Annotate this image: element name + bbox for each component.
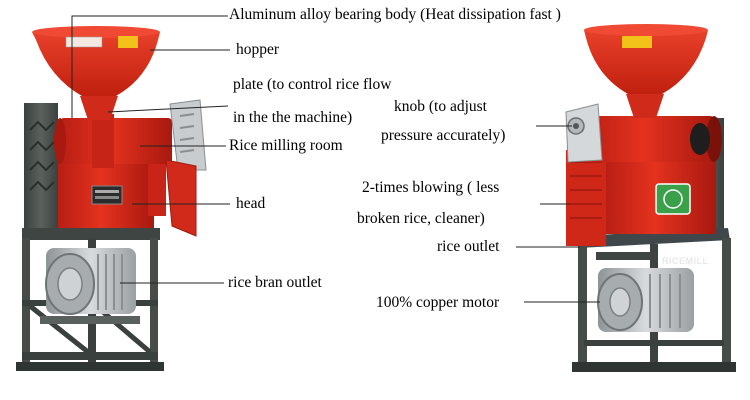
label-blowing-line-1: 2-times blowing ( less (362, 179, 500, 196)
leader-aluminum (71, 15, 228, 118)
left-column-pattern (29, 120, 55, 192)
left-hopper-neck (80, 96, 118, 120)
label-aluminum-bearing-body: Aluminum alloy bearing body (Heat dissip… (229, 6, 561, 23)
label-plate-line-2: in the the machine) (233, 109, 353, 126)
left-red-body (58, 160, 166, 228)
label-knob-line-2: pressure accurately) (381, 127, 506, 144)
label-rice-milling-room: Rice milling room (229, 137, 343, 154)
left-milling-room (54, 114, 172, 168)
right-green-logo (655, 183, 691, 215)
left-hopper-label-sticker (65, 36, 103, 48)
right-hopper (584, 24, 708, 94)
leader-plate (107, 105, 229, 113)
right-knob-housing (565, 103, 603, 163)
left-name-plate (91, 185, 123, 205)
label-knob-line-1: knob (to adjust (394, 98, 487, 115)
right-head (566, 150, 716, 246)
right-machine: RICEMILL (565, 24, 736, 372)
left-machine (16, 26, 207, 371)
label-blowing-line-2: broken rice, cleaner) (357, 210, 485, 227)
right-hopper-label-sticker (622, 36, 652, 48)
label-rice-outlet: rice outlet (437, 238, 500, 255)
label-rice-bran-outlet: rice bran outlet (228, 274, 322, 291)
right-motor (597, 268, 694, 332)
label-hopper: hopper (236, 41, 280, 58)
right-milling-room (584, 116, 722, 162)
right-hopper-neck (626, 94, 664, 118)
label-head: head (236, 195, 266, 212)
left-hopper-warning-sticker (118, 36, 138, 48)
left-motor (40, 248, 140, 324)
label-copper-motor: 100% copper motor (376, 294, 500, 311)
right-brand-mark: RICEMILL (662, 256, 709, 266)
left-rice-outlet-flap (165, 159, 197, 237)
label-plate-line-1: plate (to control rice flow (233, 76, 392, 93)
left-hopper (32, 26, 160, 96)
left-side-plate (169, 99, 207, 171)
leader-lines (71, 15, 600, 303)
